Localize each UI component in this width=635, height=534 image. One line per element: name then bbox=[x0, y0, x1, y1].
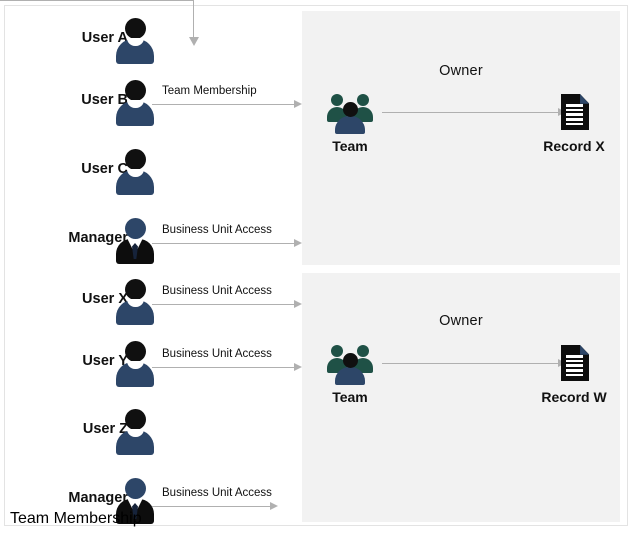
user-head bbox=[124, 341, 146, 362]
user-neck-notch bbox=[126, 169, 144, 177]
document-line bbox=[565, 369, 584, 372]
document-fold-corner bbox=[580, 94, 589, 104]
actor-label: User C bbox=[81, 161, 128, 177]
actor-label: User X bbox=[82, 291, 128, 307]
user-icon bbox=[112, 16, 158, 64]
document-line bbox=[565, 359, 584, 363]
owner-arrow-bottom bbox=[382, 359, 566, 367]
user-neck-notch bbox=[126, 100, 144, 108]
connector-vertical-segment bbox=[193, 0, 194, 38]
document-line bbox=[565, 108, 584, 112]
actor-label: Manager bbox=[68, 230, 128, 246]
team-label-bottom: Team bbox=[332, 389, 368, 405]
team-back-head-left bbox=[331, 345, 343, 357]
team-front-body bbox=[335, 116, 365, 134]
actor-row-user-a: User A bbox=[18, 14, 298, 66]
user-icon bbox=[112, 78, 158, 126]
user-neck-notch bbox=[126, 38, 144, 46]
connector-label: Business Unit Access bbox=[162, 348, 272, 360]
team-icon bbox=[327, 94, 373, 134]
document-line bbox=[565, 113, 584, 116]
team-front-head bbox=[342, 102, 358, 117]
connector-line bbox=[152, 304, 294, 305]
connector-line bbox=[152, 367, 294, 368]
user-icon bbox=[112, 407, 158, 455]
team-back-head-right bbox=[357, 345, 369, 357]
panel-title-bottom: Owner bbox=[439, 313, 483, 329]
document-line bbox=[565, 122, 584, 126]
team-back-head-left bbox=[331, 94, 343, 106]
user-head bbox=[124, 409, 146, 430]
actor-row-user-z: User Z bbox=[18, 405, 298, 457]
team-front-head bbox=[342, 353, 358, 368]
manager-head bbox=[124, 478, 146, 499]
record-label-bottom: Record W bbox=[541, 389, 607, 405]
connector-label: Business Unit Access bbox=[162, 285, 272, 297]
actor-label: User Y bbox=[82, 353, 128, 369]
actor-label: User B bbox=[81, 92, 128, 108]
arrowhead-icon bbox=[294, 239, 302, 247]
user-neck-notch bbox=[126, 361, 144, 369]
connector-line bbox=[152, 243, 294, 244]
arrowhead-icon bbox=[188, 37, 199, 46]
user-head bbox=[124, 18, 146, 39]
actor-row-manager-bottom: Manager bbox=[18, 474, 298, 526]
actor-label: Manager bbox=[68, 490, 128, 506]
manager-tie bbox=[132, 503, 138, 519]
team-back-head-right bbox=[357, 94, 369, 106]
owner-panel-top: Owner Team Record X bbox=[302, 11, 620, 265]
arrowhead-icon bbox=[270, 502, 278, 510]
arrowhead-icon bbox=[294, 300, 302, 308]
arrowhead-icon bbox=[294, 363, 302, 371]
team-front-body bbox=[335, 367, 365, 385]
document-line bbox=[565, 373, 584, 377]
actor-row-user-c: User C bbox=[18, 145, 298, 197]
record-label-top: Record X bbox=[543, 138, 605, 154]
user-icon bbox=[112, 277, 158, 325]
user-neck-notch bbox=[126, 299, 144, 307]
connector-line bbox=[152, 104, 294, 105]
user-neck-notch bbox=[126, 429, 144, 437]
manager-icon bbox=[112, 216, 158, 264]
connector-horizontal-segment bbox=[0, 0, 194, 1]
manager-icon bbox=[112, 476, 158, 524]
connector-label: Team Membership bbox=[10, 510, 142, 527]
actor-row-user-b: User B bbox=[18, 76, 298, 128]
document-icon bbox=[561, 345, 589, 381]
connector-label: Business Unit Access bbox=[162, 224, 272, 236]
manager-tie bbox=[132, 243, 138, 259]
actor-label: User A bbox=[81, 30, 128, 46]
actor-row-user-y: User Y bbox=[18, 337, 298, 389]
panel-title-top: Owner bbox=[439, 63, 483, 79]
owner-arrow-top bbox=[382, 108, 566, 116]
connector-label: Business Unit Access bbox=[162, 487, 272, 499]
document-line bbox=[565, 104, 584, 107]
document-icon bbox=[561, 94, 589, 130]
owner-panel-bottom: Owner Team Record W bbox=[302, 273, 620, 522]
actor-row-user-x: User X bbox=[18, 275, 298, 327]
document-line bbox=[565, 364, 584, 367]
document-line bbox=[565, 118, 584, 121]
actor-label: User Z bbox=[82, 421, 128, 437]
user-head bbox=[124, 80, 146, 101]
user-head bbox=[124, 149, 146, 170]
connector-line bbox=[152, 506, 270, 507]
user-icon bbox=[112, 339, 158, 387]
team-label-top: Team bbox=[332, 138, 368, 154]
connector-label: Team Membership bbox=[162, 85, 257, 97]
team-icon bbox=[327, 345, 373, 385]
document-line bbox=[565, 355, 584, 358]
user-icon bbox=[112, 147, 158, 195]
user-head bbox=[124, 279, 146, 300]
manager-head bbox=[124, 218, 146, 239]
document-fold-corner bbox=[580, 345, 589, 355]
arrowhead-icon bbox=[294, 100, 302, 108]
actor-row-manager-top: Manager bbox=[18, 214, 298, 266]
